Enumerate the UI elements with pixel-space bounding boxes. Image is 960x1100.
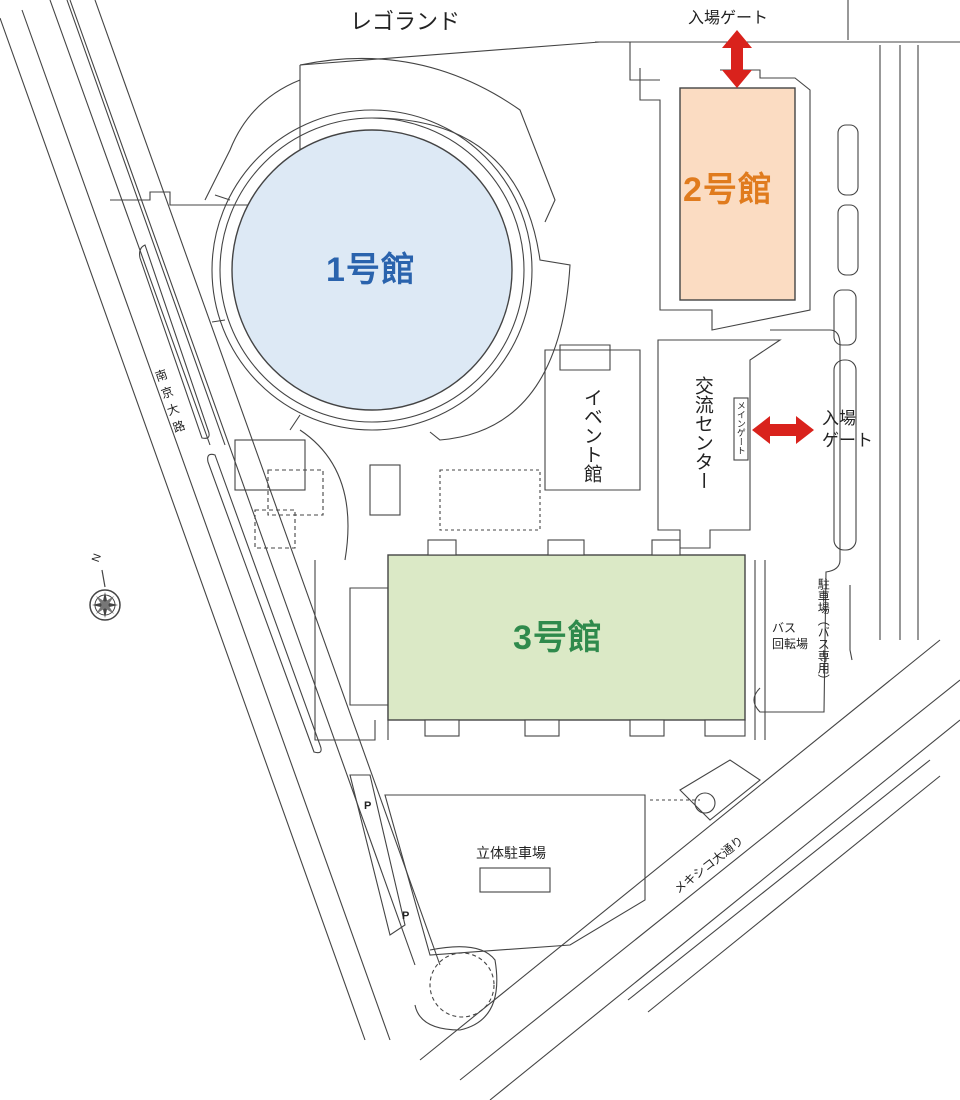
- parking-p-icon-1: P: [364, 800, 372, 812]
- hall-1-label: 1号館: [326, 251, 416, 289]
- entrance-gate-top-label: 入場ゲート: [688, 10, 769, 27]
- hall-2-outline: [639, 68, 811, 331]
- parking-structure-label: 立体駐車場: [476, 845, 546, 861]
- main-gate-label: メインゲート: [735, 401, 746, 455]
- parking-p-icon-2: P: [402, 910, 410, 922]
- bus-parking-label: 駐車場（バス専用）: [816, 578, 831, 686]
- main-gate-box: [733, 397, 749, 461]
- compass-rose-icon: [89, 569, 121, 621]
- legoland-label: レゴランド: [350, 9, 461, 34]
- hall-1-structure: [211, 57, 571, 441]
- site-boundary: [110, 41, 960, 206]
- mexico-road: [419, 639, 960, 1100]
- gate-arrow-top: [722, 30, 752, 88]
- nanjing-road: [0, 0, 441, 1041]
- right-road: [753, 0, 919, 713]
- bus-loop: [754, 560, 766, 740]
- bus-loop-label-1: バス: [772, 621, 797, 635]
- small-building: [234, 439, 306, 491]
- event-hall-label: イベント館: [580, 388, 602, 483]
- parking-structure-outline: [384, 794, 646, 956]
- hall-2-label: 2号館: [683, 171, 773, 209]
- exchange-center-outline: [657, 339, 782, 549]
- gate-arrow-right: [752, 416, 814, 444]
- hall-3[interactable]: [387, 554, 746, 721]
- bus-loop-label-2: 回転場: [772, 637, 809, 651]
- hall-3-label: 3号館: [513, 619, 603, 657]
- hall-2[interactable]: [679, 87, 796, 301]
- entrance-gate-right-label-1: 入場: [822, 409, 856, 428]
- entrance-gate-right-label-2: ゲート: [822, 431, 873, 450]
- hall-1[interactable]: [231, 129, 513, 411]
- parking-structure-inner: [479, 867, 551, 893]
- event-hall-outline: [544, 344, 641, 491]
- exchange-center-label: 交流センター: [691, 376, 713, 490]
